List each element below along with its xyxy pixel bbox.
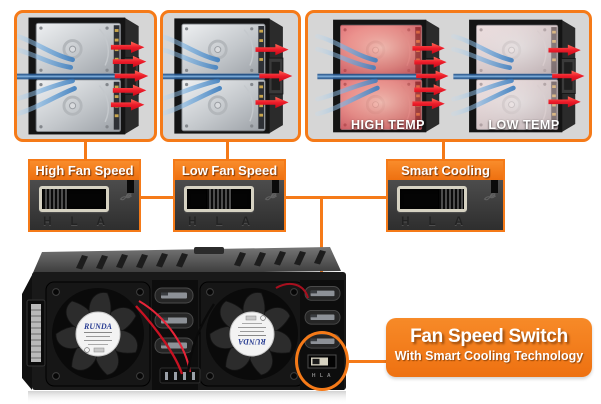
callout-box: Fan Speed Switch With Smart Cooling Tech… [386, 318, 592, 377]
right-fan: RUNDA [199, 281, 305, 387]
floor-reflection [28, 391, 346, 404]
edge-connector [26, 299, 46, 367]
airflow-image-low-speed [163, 13, 293, 139]
airflow-image-high-speed [17, 13, 149, 139]
airflow-panel-smart-cooling: HIGH TEMP LOW TEMP [305, 10, 592, 142]
chassis-top [32, 247, 341, 275]
airflow-image-high-temp [322, 15, 449, 137]
switch-markings: H L A [43, 214, 105, 228]
switch-photo-high: H L A [30, 180, 139, 230]
switch-photo-smart: H L A [388, 180, 503, 230]
switch-notch [272, 180, 279, 193]
connector-line-panel3 [442, 142, 445, 159]
switch-label-high: High Fan Speed [30, 161, 139, 180]
airflow-panel-low-speed [160, 10, 301, 142]
marking-l: L [70, 214, 78, 228]
marking-h: H [188, 214, 197, 228]
right-fan-label: RUNDA [237, 315, 267, 346]
marking-h: H [401, 214, 410, 228]
left-fan: RUNDA [45, 281, 151, 387]
marking-l: L [215, 214, 223, 228]
switch-knob-position-a [438, 189, 464, 209]
fan-icon [483, 193, 497, 201]
low-temp-label: LOW TEMP [488, 118, 560, 132]
fan-wires [135, 282, 309, 375]
marking-a: A [96, 214, 105, 228]
switch-label-low: Low Fan Speed [175, 161, 284, 180]
high-temp-label: HIGH TEMP [351, 118, 425, 132]
switch-markings: H L A [188, 214, 250, 228]
left-fan-label: RUNDA [83, 322, 113, 353]
callout-title: Fan Speed Switch [410, 326, 568, 347]
marking-h: H [43, 214, 52, 228]
switch-notch [491, 180, 498, 193]
slide-switch [184, 186, 254, 212]
switch-notch [127, 180, 134, 193]
airflow-image-low-temp [458, 15, 585, 137]
connector-line-panel2 [226, 142, 229, 159]
slide-switch [39, 186, 109, 212]
switch-box-smart-cooling: Smart Cooling H L A [386, 159, 505, 232]
switch-knob-position-h [42, 189, 68, 209]
switch-box-low-fan-speed: Low Fan Speed H L A [173, 159, 286, 232]
switch-box-high-fan-speed: High Fan Speed H L A [28, 159, 141, 232]
connector-line-circle-callout [347, 360, 386, 363]
connector-line-switch1-switch2 [141, 196, 173, 199]
airflow-panel-high-speed [14, 10, 157, 142]
fan-icon [264, 193, 278, 201]
switch-label-smart: Smart Cooling [388, 161, 503, 180]
connector-line-switch2-switch3 [286, 196, 386, 199]
marking-l: L [428, 214, 436, 228]
slide-switch [397, 186, 467, 212]
callout-subtitle: With Smart Cooling Technology [394, 349, 584, 363]
connector-line-panel1 [84, 142, 87, 159]
marking-a: A [241, 214, 250, 228]
switch-knob-position-l [206, 189, 232, 209]
switch-highlight-circle [295, 331, 349, 391]
fan-brand-text: RUNDA [237, 337, 267, 346]
fan-brand-text: RUNDA [83, 322, 113, 331]
switch-photo-low: H L A [175, 180, 284, 230]
fan-icon [119, 193, 133, 201]
switch-markings: H L A [401, 214, 463, 228]
marking-a: A [454, 214, 463, 228]
